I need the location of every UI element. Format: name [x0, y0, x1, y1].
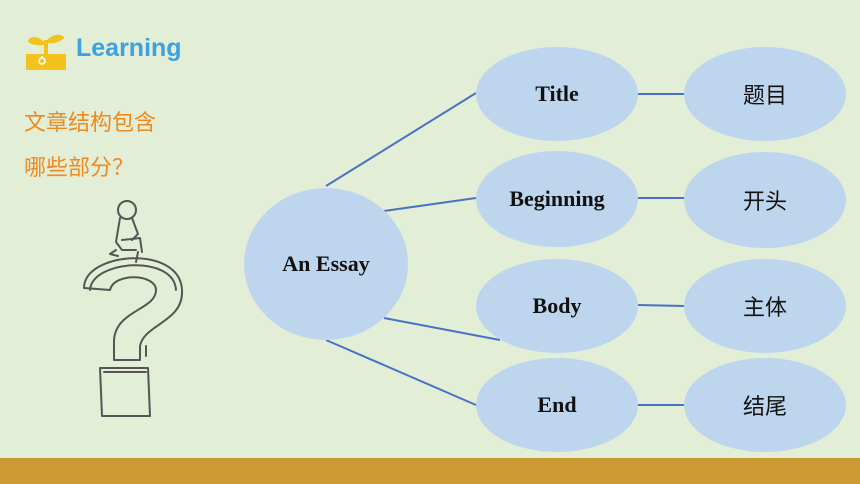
node-end-zh: 结尾 — [684, 358, 846, 452]
node-body-label: Body — [532, 293, 582, 318]
node-center: An Essay — [244, 188, 408, 340]
connector-end — [325, 339, 477, 406]
footer-bar — [0, 458, 860, 484]
node-beginning-label: Beginning — [509, 186, 605, 211]
sprout-logo-icon — [26, 34, 66, 70]
node-body-zh-label: 主体 — [742, 296, 787, 321]
node-title-zh: 题目 — [684, 47, 846, 141]
connector-beginning — [383, 197, 477, 212]
node-body: Body — [476, 259, 638, 353]
node-title: Title — [476, 47, 638, 141]
connector-title — [325, 92, 477, 187]
thinker-question-mark-illustration — [83, 200, 184, 417]
node-end-label: End — [537, 392, 577, 417]
node-end: End — [476, 358, 638, 452]
node-end-zh-label: 结尾 — [742, 395, 787, 420]
node-title-label: Title — [535, 81, 579, 106]
node-title-zh-label: 题目 — [742, 84, 787, 109]
node-beginning: Beginning — [476, 151, 638, 247]
node-beginning-zh: 开头 — [684, 152, 846, 248]
node-body-zh: 主体 — [684, 259, 846, 353]
connector-body-zh — [637, 304, 685, 307]
brand-label: Learning — [76, 34, 182, 62]
question-line-2: 哪些部分？ — [24, 156, 135, 181]
node-beginning-zh-label: 开头 — [742, 190, 787, 215]
question-line-1: 文章结构包含 — [24, 111, 157, 136]
connector-body — [383, 317, 501, 341]
